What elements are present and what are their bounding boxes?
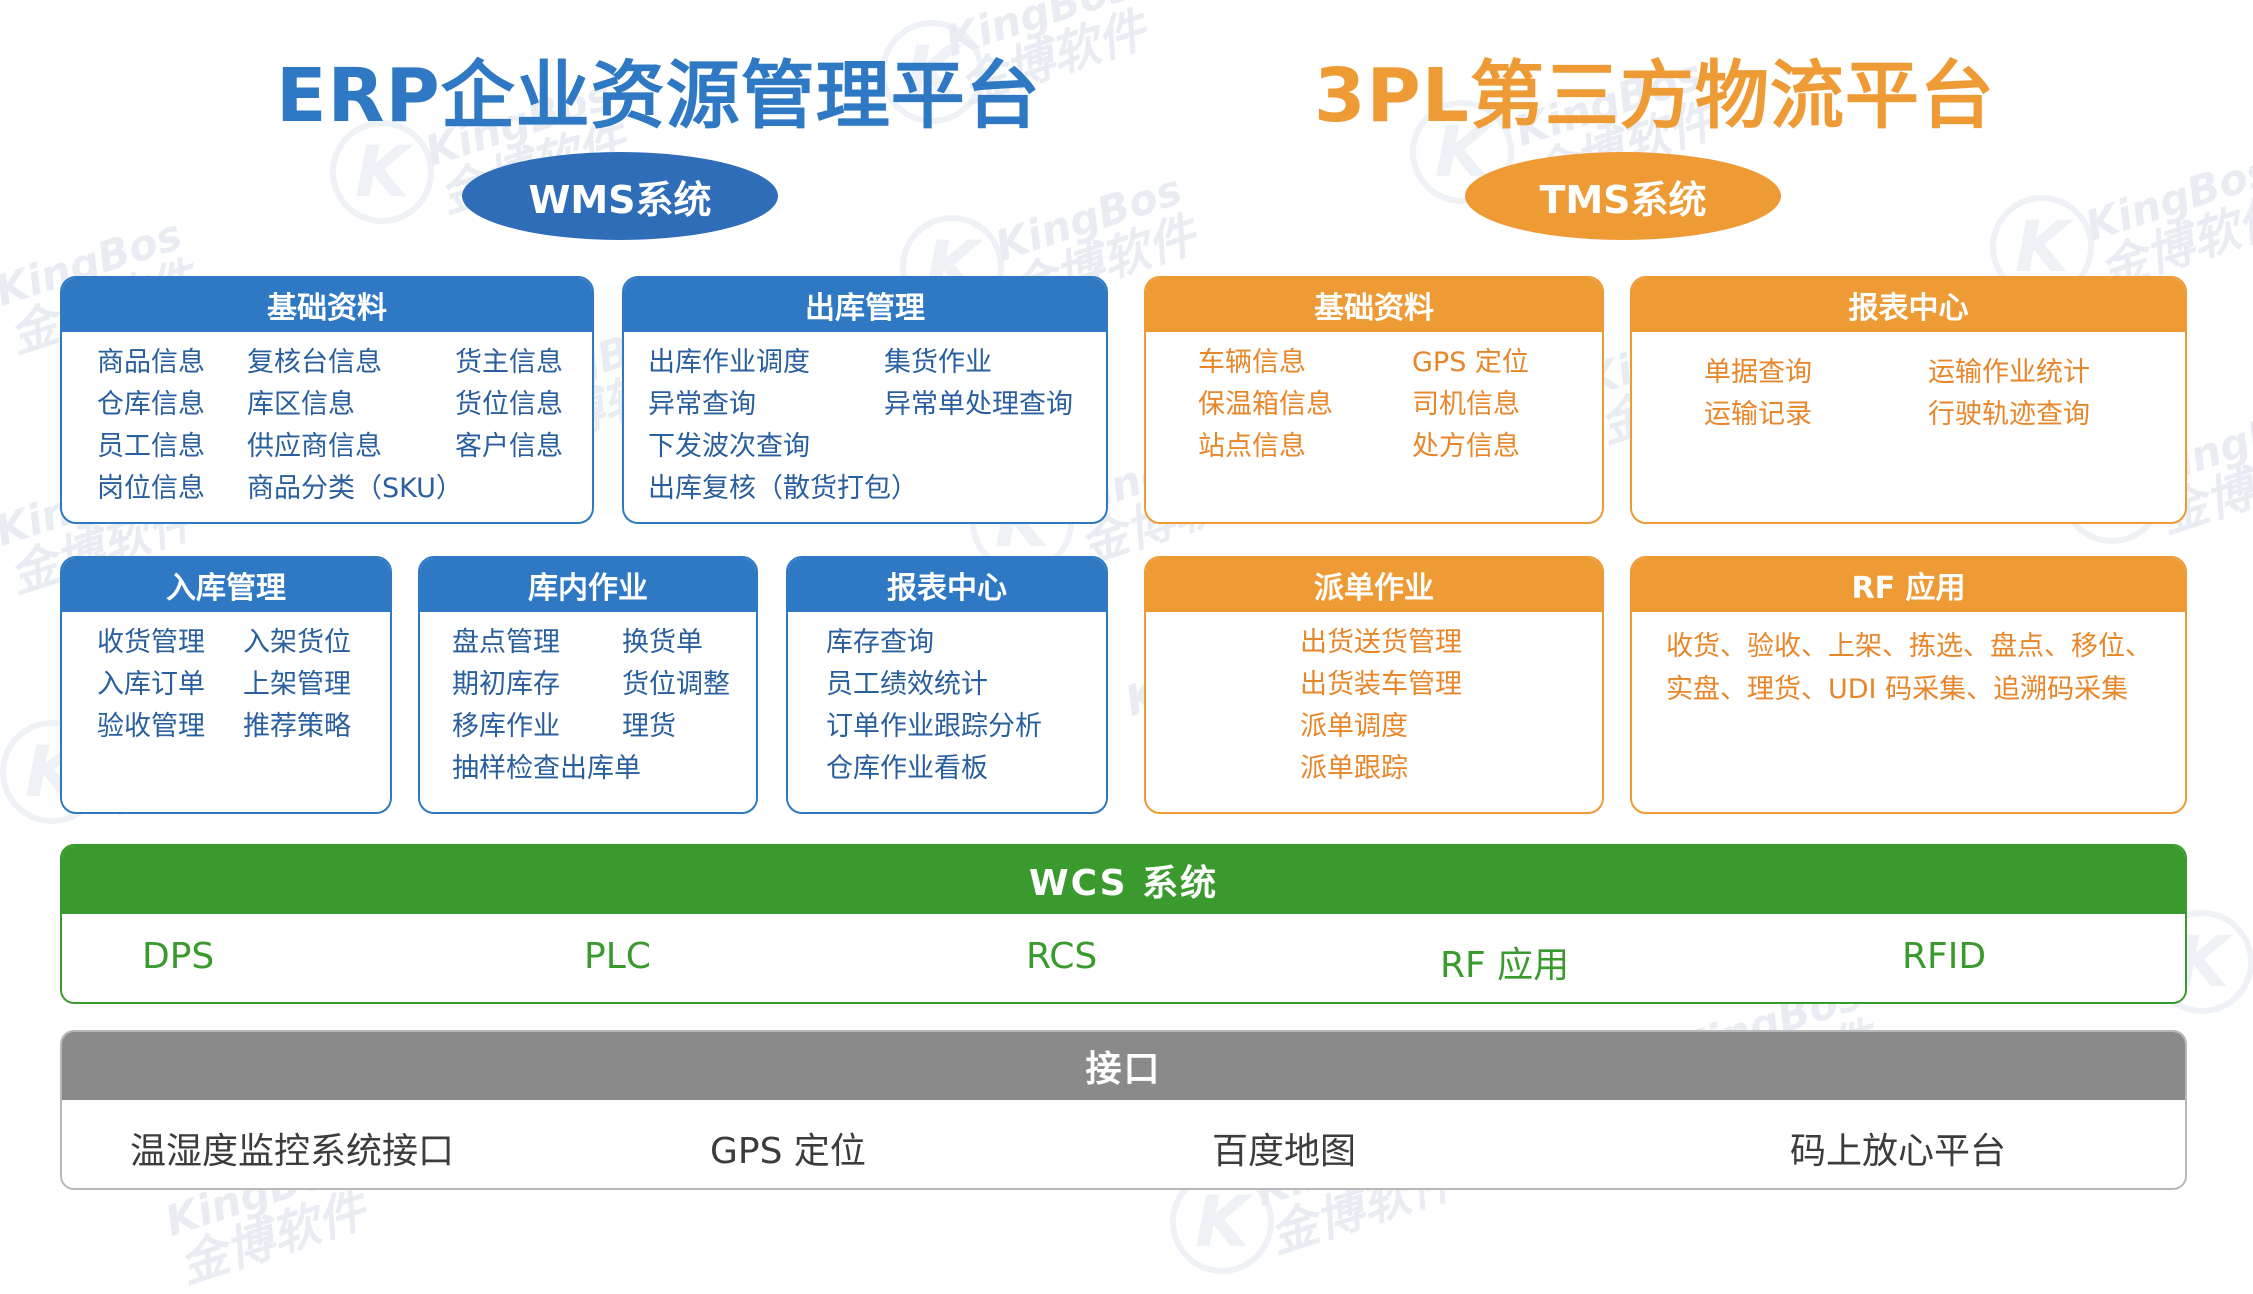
- wcs-system-header: WCS 系统: [62, 846, 2185, 914]
- interface-panel: 接口 温湿度监控系统接口 GPS 定位 百度地图 码上放心平台: [60, 1030, 2187, 1190]
- list-item[interactable]: 出货送货管理: [1300, 627, 1462, 658]
- list-item[interactable]: 处方信息: [1412, 431, 1520, 462]
- list-item[interactable]: 抽样检查出库单: [452, 753, 641, 784]
- list-item[interactable]: 供应商信息: [247, 431, 382, 462]
- tms-dispatch-header: 派单作业: [1146, 558, 1602, 612]
- list-item[interactable]: 站点信息: [1198, 431, 1306, 462]
- tms-basic-data-list: 车辆信息 GPS 定位 保温箱信息 司机信息 站点信息 处方信息: [1146, 332, 1602, 463]
- list-item[interactable]: 商品信息: [97, 347, 205, 378]
- list-item[interactable]: 理货: [622, 711, 676, 742]
- list-item[interactable]: 出货装车管理: [1300, 669, 1462, 700]
- tms-report-center-header: 报表中心: [1632, 278, 2185, 332]
- wms-inbound-header: 入库管理: [62, 558, 390, 612]
- list-item[interactable]: 货主信息: [455, 347, 563, 378]
- tms-report-center-list: 单据查询 运输作业统计 运输记录 行驶轨迹查询: [1632, 332, 2185, 431]
- list-item[interactable]: 库存查询: [826, 627, 934, 658]
- list-item[interactable]: 货位信息: [455, 389, 563, 420]
- wms-report-center-list: 库存查询 员工绩效统计 订单作业跟踪分析 仓库作业看板: [788, 612, 1106, 785]
- list-item[interactable]: 异常查询: [648, 389, 756, 420]
- list-item[interactable]: 入架货位: [243, 627, 351, 658]
- wcs-system-items: DPS PLC RCS RF 应用 RFID: [62, 914, 2185, 1002]
- list-item[interactable]: 移库作业: [452, 711, 560, 742]
- wcs-item-dps[interactable]: DPS: [142, 936, 215, 977]
- wcs-item-rfid[interactable]: RFID: [1902, 936, 1987, 977]
- tms-system-pill: TMS系统: [1465, 152, 1781, 240]
- list-item[interactable]: 换货单: [622, 627, 703, 658]
- list-item[interactable]: 货位调整: [622, 669, 730, 700]
- list-item[interactable]: 复核台信息: [247, 347, 382, 378]
- wcs-item-plc[interactable]: PLC: [584, 936, 651, 977]
- wms-report-center-panel: 报表中心 库存查询 员工绩效统计 订单作业跟踪分析 仓库作业看板: [786, 556, 1108, 814]
- wms-system-pill: WMS系统: [462, 152, 778, 240]
- list-item[interactable]: 运输作业统计: [1928, 357, 2090, 388]
- list-item[interactable]: 验收管理: [97, 711, 205, 742]
- list-item[interactable]: 单据查询: [1704, 357, 1812, 388]
- rf-function-line: 实盘、理货、UDI 码采集、追溯码采集: [1666, 674, 2129, 705]
- wms-outbound-header: 出库管理: [624, 278, 1106, 332]
- list-item[interactable]: 派单调度: [1300, 711, 1408, 742]
- list-item[interactable]: 收货管理: [97, 627, 205, 658]
- list-item[interactable]: 下发波次查询: [648, 431, 810, 462]
- list-item[interactable]: 订单作业跟踪分析: [826, 711, 1042, 742]
- interface-item-temp-humidity[interactable]: 温湿度监控系统接口: [130, 1131, 455, 1172]
- tms-rf-application-panel: RF 应用 收货、验收、上架、拣选、盘点、移位、 实盘、理货、UDI 码采集、追…: [1630, 556, 2187, 814]
- tms-rf-application-header: RF 应用: [1632, 558, 2185, 612]
- list-item[interactable]: 商品分类（SKU）: [247, 473, 463, 504]
- wms-outbound-list: 出库作业调度 集货作业 异常查询 异常单处理查询 下发波次查询 出库复核（散货打…: [624, 332, 1106, 505]
- list-item[interactable]: 派单跟踪: [1300, 753, 1408, 784]
- list-item[interactable]: 运输记录: [1704, 399, 1812, 430]
- wcs-item-rcs[interactable]: RCS: [1026, 936, 1098, 977]
- list-item[interactable]: 司机信息: [1412, 389, 1520, 420]
- interface-items: 温湿度监控系统接口 GPS 定位 百度地图 码上放心平台: [62, 1100, 2185, 1188]
- 3pl-platform-title: 3PL第三方物流平台: [1314, 53, 1995, 139]
- list-item[interactable]: 仓库作业看板: [826, 753, 988, 784]
- tms-basic-data-panel: 基础资料 车辆信息 GPS 定位 保温箱信息 司机信息 站点信息 处方信息: [1144, 276, 1604, 524]
- list-item[interactable]: 推荐策略: [243, 711, 351, 742]
- interface-header: 接口: [62, 1032, 2185, 1100]
- list-item[interactable]: 盘点管理: [452, 627, 560, 658]
- interface-item-baidu-map[interactable]: 百度地图: [1212, 1131, 1357, 1172]
- list-item[interactable]: 出库作业调度: [648, 347, 810, 378]
- interface-item-mashangfangxin[interactable]: 码上放心平台: [1790, 1131, 2007, 1172]
- erp-platform-title: ERP企业资源管理平台: [276, 53, 1041, 139]
- tms-report-center-panel: 报表中心 单据查询 运输作业统计 运输记录 行驶轨迹查询: [1630, 276, 2187, 524]
- wms-inventory-operations-panel: 库内作业 盘点管理 换货单 期初库存 货位调整 移库作业 理货 抽样检查出库单: [418, 556, 758, 814]
- list-item[interactable]: 仓库信息: [97, 389, 205, 420]
- list-item[interactable]: 行驶轨迹查询: [1928, 399, 2090, 430]
- wms-basic-data-header: 基础资料: [62, 278, 592, 332]
- tms-dispatch-panel: 派单作业 出货送货管理 出货装车管理 派单调度 派单跟踪: [1144, 556, 1604, 814]
- interface-item-gps[interactable]: GPS 定位: [710, 1131, 866, 1172]
- tms-rf-application-list: 收货、验收、上架、拣选、盘点、移位、 实盘、理货、UDI 码采集、追溯码采集: [1632, 612, 2185, 706]
- wms-inbound-list: 收货管理 入架货位 入库订单 上架管理 验收管理 推荐策略: [62, 612, 390, 743]
- rf-function-line: 收货、验收、上架、拣选、盘点、移位、: [1666, 631, 2152, 662]
- list-item[interactable]: 员工信息: [97, 431, 205, 462]
- list-item[interactable]: GPS 定位: [1412, 347, 1529, 378]
- list-item[interactable]: 岗位信息: [97, 473, 205, 504]
- wms-inbound-panel: 入库管理 收货管理 入架货位 入库订单 上架管理 验收管理 推荐策略: [60, 556, 392, 814]
- list-item[interactable]: 出库复核（散货打包）: [648, 473, 918, 504]
- tms-dispatch-list: 出货送货管理 出货装车管理 派单调度 派单跟踪: [1146, 612, 1602, 785]
- list-item[interactable]: 期初库存: [452, 669, 560, 700]
- list-item[interactable]: 库区信息: [247, 389, 355, 420]
- list-item[interactable]: 保温箱信息: [1198, 389, 1333, 420]
- tms-system-label: TMS系统: [1539, 177, 1707, 222]
- wms-inventory-operations-list: 盘点管理 换货单 期初库存 货位调整 移库作业 理货 抽样检查出库单: [420, 612, 756, 785]
- list-item[interactable]: 上架管理: [243, 669, 351, 700]
- wms-outbound-panel: 出库管理 出库作业调度 集货作业 异常查询 异常单处理查询 下发波次查询 出库复…: [622, 276, 1108, 524]
- list-item[interactable]: 异常单处理查询: [884, 389, 1073, 420]
- wcs-item-rf-application[interactable]: RF 应用: [1440, 945, 1570, 986]
- wms-inventory-operations-header: 库内作业: [420, 558, 756, 612]
- list-item[interactable]: 员工绩效统计: [826, 669, 988, 700]
- list-item[interactable]: 车辆信息: [1198, 347, 1306, 378]
- list-item[interactable]: 集货作业: [884, 347, 992, 378]
- wcs-system-panel: WCS 系统 DPS PLC RCS RF 应用 RFID: [60, 844, 2187, 1004]
- wms-report-center-header: 报表中心: [788, 558, 1106, 612]
- wms-basic-data-panel: 基础资料 商品信息 复核台信息 货主信息 仓库信息 库区信息 货位信息 员工信息…: [60, 276, 594, 524]
- wms-system-label: WMS系统: [528, 177, 712, 222]
- tms-basic-data-header: 基础资料: [1146, 278, 1602, 332]
- list-item[interactable]: 客户信息: [455, 431, 563, 462]
- wms-basic-data-list: 商品信息 复核台信息 货主信息 仓库信息 库区信息 货位信息 员工信息 供应商信…: [62, 332, 592, 505]
- list-item[interactable]: 入库订单: [97, 669, 205, 700]
